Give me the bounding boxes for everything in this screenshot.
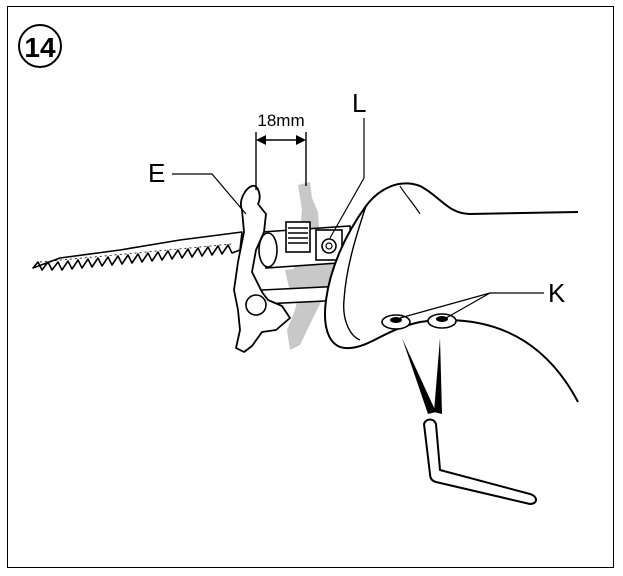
figure-number: 14	[24, 32, 56, 63]
label-E: E	[148, 158, 165, 188]
hex-key-icon	[423, 418, 537, 505]
dimension-label: 18mm	[257, 111, 304, 130]
callout-K: K	[399, 278, 566, 319]
figure-frame	[7, 6, 614, 568]
dimension-18mm: 18mm	[255, 111, 307, 190]
housing-screws	[381, 313, 457, 330]
tool-housing	[324, 182, 579, 403]
callout-E: E	[148, 158, 247, 215]
figure-number-badge: 14	[18, 24, 62, 68]
callout-L: L	[329, 88, 366, 239]
label-K: K	[548, 278, 566, 308]
blade-clamp-lever	[233, 184, 291, 353]
saw-blade	[32, 231, 243, 271]
label-L: L	[352, 88, 366, 118]
insertion-arrows	[402, 338, 442, 414]
